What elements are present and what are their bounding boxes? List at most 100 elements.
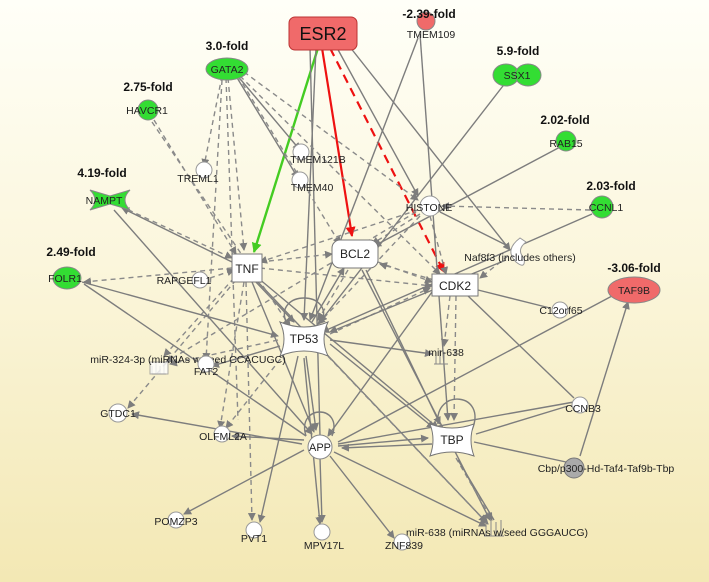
node-fat2[interactable]: FAT2 [194,355,218,378]
node-ssx1[interactable]: SSX1 5.9-fold [492,44,542,87]
edge-tnf-app [251,281,316,433]
node-gtdc1[interactable]: GTDC1 [100,403,136,423]
nodes: ESR2 TMEM109 -2.39-fold GATA2 3.0-fold S… [46,7,674,552]
edge-cdk2-mir638a [440,295,451,347]
node-c12orf65-label: C12orf65 [539,305,582,317]
node-naf8f3[interactable]: Naf8f3 (includes others) [464,237,576,266]
node-tmem121b-label: TMEM121B [290,154,345,166]
node-pvt1[interactable]: PVT1 [241,521,267,545]
edge-nampt-tnf [119,205,233,259]
edge-ssx1-tp53 [319,81,507,323]
fold-rab15: 2.02-fold [540,113,589,127]
node-folr1[interactable]: FOLR1 2.49-fold [46,245,96,290]
node-taf9b[interactable]: TAF9B -3.06-fold [607,261,661,304]
node-bcl2[interactable]: BCL2 [331,239,379,269]
edge-tnf-bcl2 [259,250,333,263]
node-cbp-label: Cbp/p300-Hd-Taf4-Taf9b-Tbp [538,463,675,475]
node-tmem109[interactable]: TMEM109 -2.39-fold [402,7,455,41]
edge-gata2-tmem40 [235,75,299,179]
node-mir638a-label: mir-638 [428,347,464,359]
node-znf839-label: ZNF839 [385,540,423,552]
node-rapgefl1[interactable]: RAPGEFL1 [157,271,212,289]
edge-histone-tnf [259,209,419,264]
node-ccnl1[interactable]: CCNL1 2.03-fold [586,179,636,219]
edge-app-ccnb3 [337,401,575,445]
node-gata2[interactable]: GATA2 3.0-fold [205,39,249,81]
node-tp53[interactable]: TP53 [278,321,330,357]
edge-esr2-tp53 [300,47,317,321]
node-taf9b-label: TAF9B [618,285,650,297]
edge-rapgefl1-tnf [209,268,235,279]
edge-tnf-pvt1 [245,281,256,521]
edge-tbp-app [341,443,433,452]
edge-tbp-mir638b [455,457,493,521]
edge-tp53-olfml2a [225,351,287,429]
node-mir324[interactable]: miR-324-3p (miRNAs w/seed CCACUGC) [90,354,286,375]
node-tbp[interactable]: TBP [429,423,475,457]
fold-ccnl1: 2.03-fold [586,179,635,193]
fold-nampt: 4.19-fold [77,166,126,180]
node-c12orf65[interactable]: C12orf65 [539,301,583,319]
edge-havcr1-tp53 [151,121,291,327]
edges [81,33,630,539]
edge-tmem109-tbp [419,33,452,421]
edge-tp53-tbp [329,343,435,429]
edge-esr2-tnf [251,47,320,253]
edge-app-pomzp3 [183,449,305,515]
node-pomzp3-label: POMZP3 [154,516,197,528]
node-mir638a[interactable]: mir-638 [428,347,464,365]
node-mir324-label: miR-324-3p (miRNAs w/seed CCACUGC) [90,354,285,366]
node-app[interactable]: APP [307,434,333,460]
node-cdk2-label: CDK2 [439,279,471,293]
node-mpv17l[interactable]: MPV17L [304,523,344,552]
node-esr2[interactable]: ESR2 [288,16,358,51]
node-mir638b[interactable]: miR-638 (miRNAs w/seed GGGAUCG) [406,520,588,539]
edge-gata2-tnf [227,77,248,251]
node-olfml2a-label: OLFML2A [199,431,247,443]
node-histone[interactable]: HISTONE [406,195,452,217]
edge-app-tbp [337,434,429,447]
node-treml1[interactable]: TREML1 [177,161,219,185]
node-rab15-label: RAB15 [549,138,582,150]
edge-esr2-histone [335,45,419,197]
edge-tnf-tbp [257,277,439,429]
edge-gata2-cdk2 [239,75,441,275]
edge-havcr1-tnf [153,119,237,255]
edge-esr2-app [309,47,321,437]
node-naf8f3-label: Naf8f3 (includes others) [464,252,575,264]
edge-app-mir638b [333,451,487,527]
node-rab15[interactable]: RAB15 2.02-fold [540,113,590,152]
edge-tp53-app [305,355,320,431]
edge-gata2-app [225,77,239,421]
edge-tnf-tp53 [253,279,295,323]
node-cdk2[interactable]: CDK2 [431,273,479,297]
node-olfml2a[interactable]: OLFML2A [199,425,247,443]
edge-folr1-tp53 [81,281,279,338]
node-havcr1-label: HAVCR1 [126,105,168,117]
edge-tp53-mir324 [169,339,279,367]
edge-tp53-mir638a [329,339,433,358]
edge-gata2-bcl2 [237,75,341,245]
node-tnf[interactable]: TNF [231,253,263,283]
edge-cdk2-c12orf65 [477,289,551,309]
node-nampt[interactable]: NAMPT 4.19-fold [77,166,131,211]
node-tmem40[interactable]: TMEM40 [291,171,334,194]
node-tmem121b[interactable]: TMEM121B [290,143,346,166]
edge-naf8f3-histone [439,211,509,247]
fold-taf9b: -3.06-fold [607,261,660,275]
node-histone-label: HISTONE [406,202,452,214]
edge-histone-mir324 [165,211,417,363]
edge-tnf-olfml2a [217,281,245,429]
edge-cdk2-ccnb3 [465,293,575,399]
node-ccnb3[interactable]: CCNB3 [565,396,601,415]
edge-app-self-loop [303,411,335,437]
node-nampt-label: NAMPT [86,195,123,207]
edge-tp53-self-loop [283,297,325,323]
node-cbp[interactable]: Cbp/p300-Hd-Taf4-Taf9b-Tbp [538,457,675,479]
fold-tmem109: -2.39-fold [402,7,455,21]
node-havcr1[interactable]: HAVCR1 2.75-fold [123,80,173,121]
node-znf839[interactable]: ZNF839 [385,533,423,552]
node-pomzp3[interactable]: POMZP3 [154,511,198,529]
edge-app-taf9b [337,295,613,443]
